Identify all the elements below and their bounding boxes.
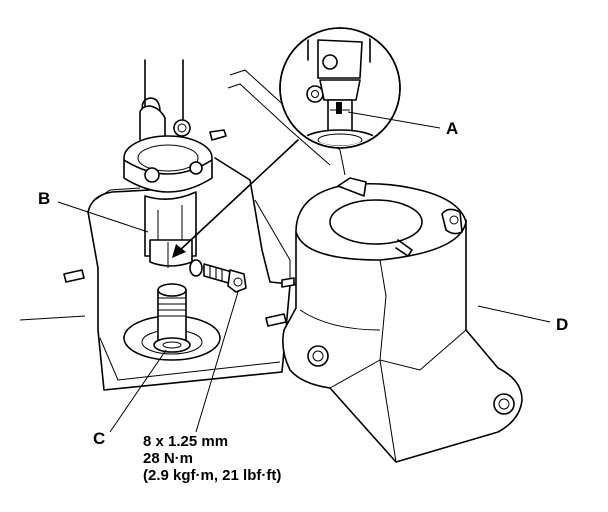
label-b: B bbox=[38, 189, 50, 208]
torque-spec-kgf: (2.9 kgf·m, 21 lbf·ft) bbox=[143, 467, 281, 484]
body-panel-outline bbox=[19, 69, 346, 391]
label-a: A bbox=[446, 119, 458, 138]
joint-bolt bbox=[189, 259, 247, 293]
universal-joint-b bbox=[123, 135, 213, 268]
detail-leader-line bbox=[177, 139, 299, 253]
detail-leader-arrow bbox=[172, 244, 186, 258]
detail-inset bbox=[279, 27, 401, 149]
panel-studs bbox=[63, 129, 295, 327]
torque-spec-nm: 28 N·m bbox=[143, 450, 193, 467]
leader-lines bbox=[57, 111, 551, 433]
torque-spec: 8 x 1.25 mm 28 N·m (2.9 kgf·m, 21 lbf·ft… bbox=[143, 433, 281, 484]
dust-seal-d bbox=[282, 177, 523, 463]
label-c: C bbox=[93, 429, 105, 448]
label-d: D bbox=[556, 315, 568, 334]
pinion-shaft-c bbox=[153, 283, 191, 353]
torque-spec-size: 8 x 1.25 mm bbox=[143, 433, 228, 450]
